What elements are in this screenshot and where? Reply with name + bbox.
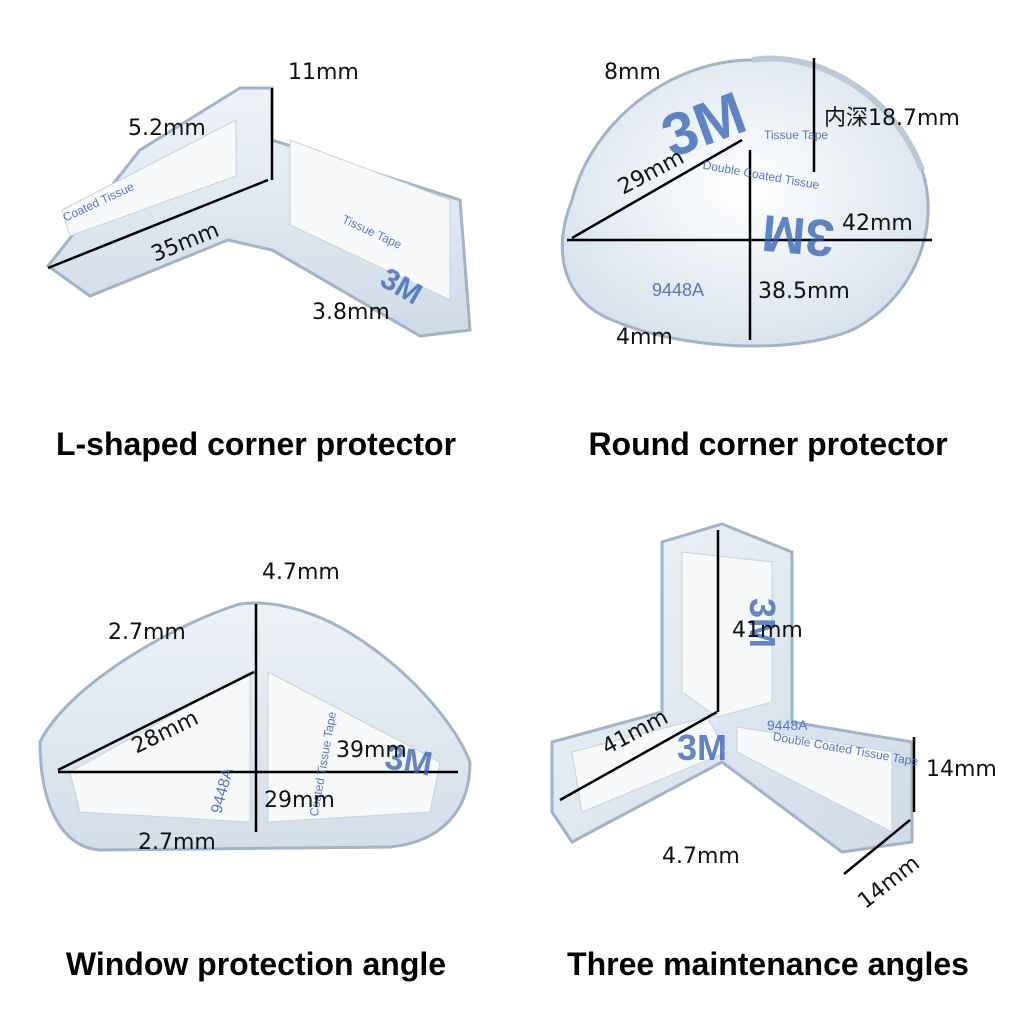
panel-caption: Three maintenance angles: [567, 946, 969, 982]
l-shaped-protector-panel: 3M Coated Tissue Tissue Tape 11mm 5.2mm …: [0, 0, 512, 512]
tape-code: 9448A: [767, 717, 808, 733]
panel-caption: Window protection angle: [65, 946, 447, 982]
dimension-label: 41mm: [732, 618, 803, 643]
dimension-label: 内深18.7mm: [824, 106, 960, 131]
l-shaped-protector-image: [45, 86, 472, 338]
tape-text: Tissue Tape: [764, 128, 829, 142]
dimension-label: 3.8mm: [312, 300, 390, 325]
tape-code: 9448A: [652, 280, 705, 300]
dimension-label: 2.7mm: [108, 620, 186, 645]
dimension-label: 2.7mm: [138, 830, 216, 855]
three-angle-protector-image: [550, 522, 916, 875]
dimension-label: 4.7mm: [662, 844, 740, 869]
tape-brand-logo: 3M: [759, 202, 837, 268]
three-angle-protector-panel: 3M 3M 9448A Double Coated Tissue Tape 41…: [512, 512, 1024, 1024]
dimension-label: 39mm: [336, 738, 407, 763]
dimension-label: 4mm: [616, 325, 673, 350]
dimension-label: 14mm: [926, 757, 997, 782]
window-protector-image: [38, 601, 472, 852]
panel-caption: Round corner protector: [588, 426, 948, 462]
dimension-label: 42mm: [842, 211, 913, 236]
round-protector-panel: 3M 3M 9448A Double Coated Tissue Tissue …: [512, 0, 1024, 512]
dimension-label: 5.2mm: [128, 116, 206, 141]
panel-caption: L-shaped corner protector: [55, 426, 457, 462]
round-protector-image: [560, 55, 932, 348]
dimension-label: 11mm: [288, 60, 359, 85]
dimension-label: 38.5mm: [758, 279, 850, 304]
dimension-label: 8mm: [604, 60, 661, 85]
tape-brand-logo: 3M: [677, 727, 728, 768]
dimension-label: 4.7mm: [262, 560, 340, 585]
dimension-label: 29mm: [264, 788, 335, 813]
window-protector-panel: 3M 9448A Coated Tissue Tape 4.7mm 2.7mm …: [0, 512, 512, 1024]
